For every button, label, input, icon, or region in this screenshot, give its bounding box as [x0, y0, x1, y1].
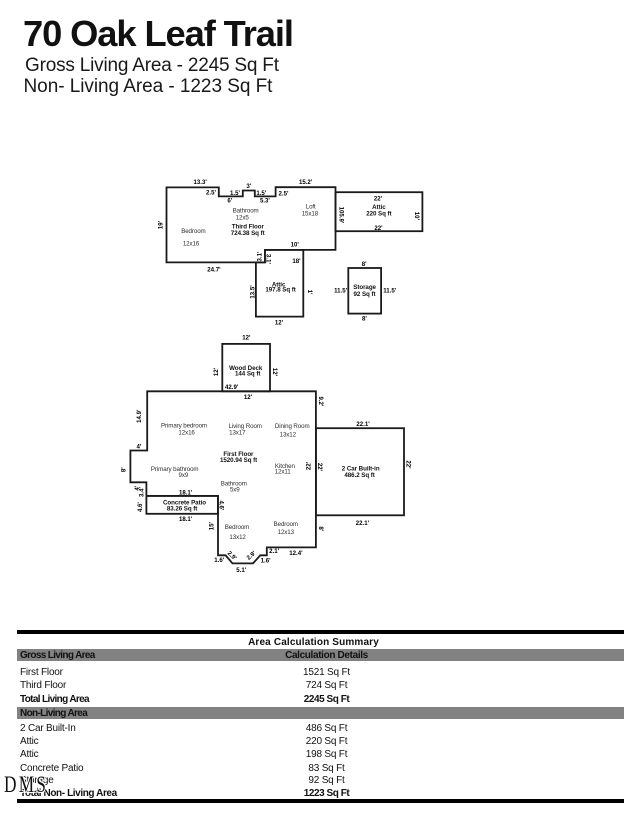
svg-text:724.38 Sq ft: 724.38 Sq ft	[231, 230, 265, 237]
svg-text:2.1': 2.1'	[269, 548, 279, 555]
svg-text:4': 4'	[136, 443, 141, 450]
svg-text:11.5': 11.5'	[334, 287, 348, 294]
svg-text:12x16: 12x16	[183, 240, 200, 247]
svg-text:12': 12'	[242, 335, 251, 342]
svg-text:13x12: 13x12	[229, 534, 246, 541]
svg-text:Attic: Attic	[372, 204, 386, 211]
svg-text:22': 22'	[306, 461, 313, 470]
svg-text:5x9: 5x9	[230, 487, 240, 494]
svg-text:Concrete Patio: Concrete Patio	[163, 500, 206, 507]
svg-text:Bedroom: Bedroom	[274, 521, 298, 528]
svg-text:105.9': 105.9'	[337, 207, 344, 224]
svg-text:11.5': 11.5'	[383, 287, 397, 294]
svg-text:12': 12'	[275, 320, 284, 327]
svg-text:220 Sq ft: 220 Sq ft	[366, 211, 391, 218]
svg-text:22': 22'	[405, 460, 412, 469]
svg-text:2.9': 2.9'	[226, 550, 238, 562]
svg-text:22.1': 22.1'	[356, 520, 370, 527]
svg-text:1': 1'	[306, 290, 313, 295]
svg-text:12x16: 12x16	[178, 429, 195, 436]
svg-text:2 Car Built-in: 2 Car Built-in	[342, 466, 380, 473]
svg-text:3.1': 3.1'	[256, 251, 263, 261]
svg-text:24.7': 24.7'	[207, 267, 221, 274]
svg-text:92 Sq ft: 92 Sq ft	[354, 291, 376, 298]
svg-text:Third Floor: Third Floor	[232, 223, 265, 230]
svg-text:18.1': 18.1'	[179, 489, 193, 496]
svg-text:First Floor: First Floor	[223, 451, 254, 458]
svg-text:4.6': 4.6'	[137, 502, 144, 512]
svg-text:8': 8'	[317, 526, 324, 531]
svg-text:15.2': 15.2'	[299, 179, 313, 186]
svg-text:13x12: 13x12	[280, 431, 297, 438]
svg-text:12x13: 12x13	[278, 529, 295, 536]
svg-text:5.3': 5.3'	[260, 198, 270, 205]
svg-text:144 Sq ft: 144 Sq ft	[235, 371, 260, 378]
svg-text:12': 12'	[213, 367, 220, 376]
svg-text:12.4': 12.4'	[289, 550, 303, 557]
svg-text:Storage: Storage	[353, 284, 376, 291]
svg-text:Kitchen: Kitchen	[275, 463, 296, 470]
svg-text:3.1': 3.1'	[265, 254, 272, 264]
svg-text:8': 8'	[362, 316, 367, 323]
svg-text:13.5': 13.5'	[249, 285, 256, 299]
svg-text:9x9: 9x9	[179, 472, 189, 479]
svg-text:Living Room: Living Room	[229, 423, 262, 430]
svg-text:12': 12'	[244, 394, 253, 401]
svg-text:10': 10'	[291, 241, 300, 248]
svg-text:12': 12'	[271, 368, 278, 377]
svg-text:Dining Room: Dining Room	[275, 423, 310, 430]
svg-text:Bedroom: Bedroom	[181, 228, 205, 235]
svg-text:486.2 Sq ft: 486.2 Sq ft	[344, 472, 374, 479]
svg-text:10': 10'	[413, 212, 420, 221]
svg-text:15x18: 15x18	[302, 210, 319, 217]
svg-text:Primary bedroom: Primary bedroom	[161, 423, 207, 430]
svg-text:22': 22'	[374, 196, 383, 203]
svg-text:8': 8'	[121, 467, 128, 472]
svg-text:14.9': 14.9'	[136, 409, 143, 423]
svg-text:1520.94 Sq ft: 1520.94 Sq ft	[220, 457, 257, 464]
svg-text:42.9': 42.9'	[225, 384, 239, 391]
svg-text:9.2': 9.2'	[317, 396, 324, 406]
svg-text:4.6': 4.6'	[218, 500, 225, 510]
svg-text:1.5': 1.5'	[256, 190, 266, 197]
svg-text:Bathroom: Bathroom	[221, 481, 247, 488]
svg-text:1.5': 1.5'	[230, 190, 240, 197]
svg-text:13x17: 13x17	[229, 430, 246, 437]
svg-text:22': 22'	[316, 463, 323, 472]
svg-text:2.5': 2.5'	[206, 190, 216, 197]
svg-text:3': 3'	[246, 183, 251, 190]
svg-text:18.1': 18.1'	[179, 516, 193, 523]
svg-text:12x11: 12x11	[275, 468, 292, 475]
svg-text:6': 6'	[227, 198, 232, 205]
svg-text:12x5: 12x5	[236, 215, 250, 222]
svg-text:Primary bathroom: Primary bathroom	[151, 466, 199, 473]
svg-text:19': 19'	[157, 220, 164, 229]
svg-text:83.26 Sq ft: 83.26 Sq ft	[167, 505, 197, 512]
svg-text:13.3': 13.3'	[194, 179, 208, 186]
svg-text:1.6': 1.6'	[214, 557, 224, 564]
svg-text:18': 18'	[292, 258, 301, 265]
svg-text:1.6': 1.6'	[261, 558, 271, 565]
svg-text:15': 15'	[209, 522, 216, 531]
svg-text:Bedroom: Bedroom	[225, 524, 249, 531]
svg-text:3.4': 3.4'	[138, 486, 145, 496]
svg-text:2.5': 2.5'	[279, 190, 289, 197]
svg-text:5.1': 5.1'	[236, 567, 246, 574]
svg-text:8': 8'	[362, 261, 367, 268]
svg-text:Attic: Attic	[272, 281, 286, 288]
svg-text:Loft: Loft	[306, 204, 316, 211]
svg-text:4': 4'	[134, 485, 141, 490]
svg-text:Wood Deck: Wood Deck	[229, 365, 263, 372]
svg-text:22.1': 22.1'	[356, 421, 370, 428]
svg-text:197.8 Sq ft: 197.8 Sq ft	[265, 287, 295, 294]
svg-text:Bathroom: Bathroom	[233, 208, 259, 215]
svg-text:22': 22'	[374, 225, 383, 232]
